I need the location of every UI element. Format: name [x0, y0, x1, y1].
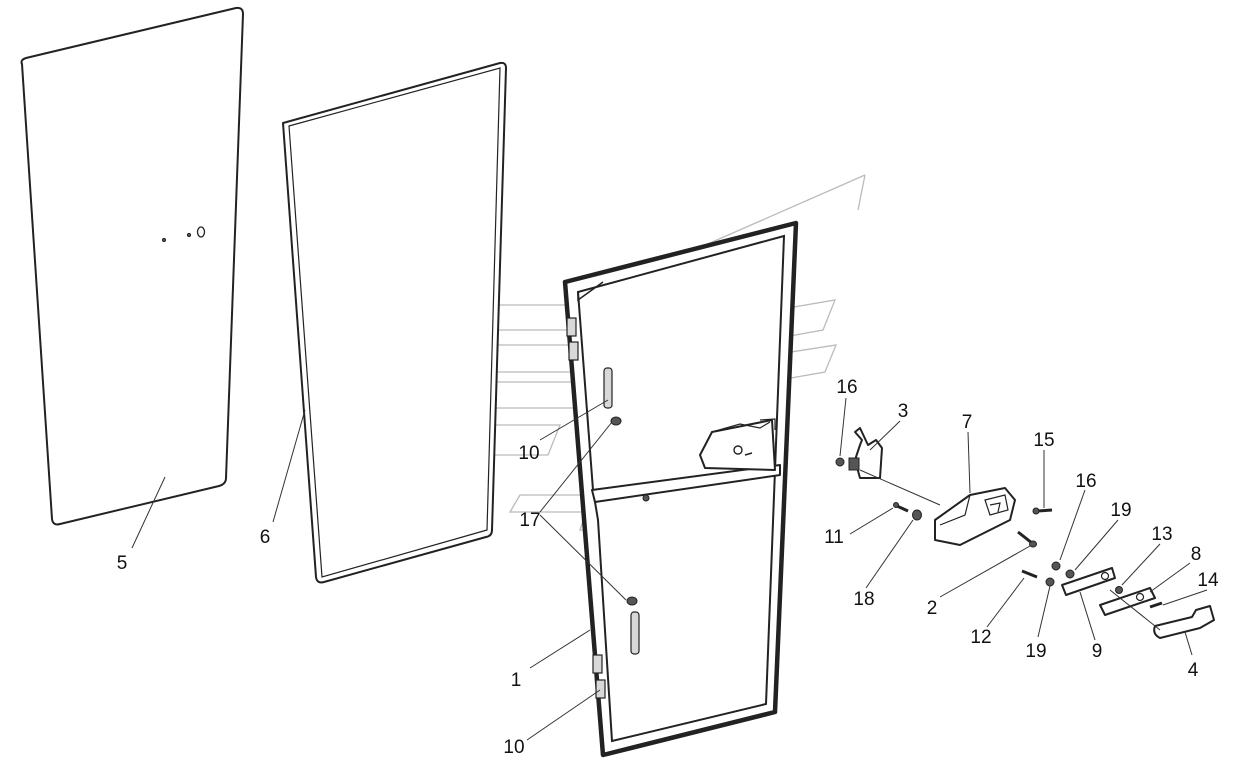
callout-9: 9 [1092, 641, 1103, 662]
callout-15: 15 [1033, 430, 1054, 451]
callout-5: 5 [117, 553, 128, 574]
seal-frame [282, 61, 507, 584]
callout-14: 14 [1197, 570, 1219, 591]
callout-1: 1 [511, 670, 522, 691]
callout-10-upper: 10 [518, 443, 539, 464]
callout-18: 18 [853, 589, 874, 610]
callout-10-lower: 10 [503, 737, 524, 758]
callout-7: 7 [962, 412, 973, 433]
callout-16-upper: 16 [836, 377, 857, 398]
callout-labels: 5 6 1 10 10 17 16 3 7 15 16 19 13 8 14 1… [117, 377, 1219, 758]
callout-19-lower: 19 [1025, 641, 1046, 662]
door-frame [562, 220, 799, 758]
callout-2: 2 [927, 598, 938, 619]
callout-4: 4 [1188, 660, 1199, 681]
callout-16-lower: 16 [1075, 471, 1096, 492]
glass-panel-outer [20, 6, 244, 526]
leader-lines [131, 397, 1208, 741]
callout-17: 17 [519, 510, 540, 531]
callout-6: 6 [260, 527, 271, 548]
callout-13: 13 [1151, 524, 1172, 545]
lock-mechanism [835, 427, 1215, 639]
callout-19-upper: 19 [1110, 500, 1131, 521]
callout-8: 8 [1191, 544, 1202, 565]
callout-3: 3 [898, 401, 909, 422]
callout-11: 11 [824, 527, 844, 548]
callout-12: 12 [970, 627, 991, 648]
